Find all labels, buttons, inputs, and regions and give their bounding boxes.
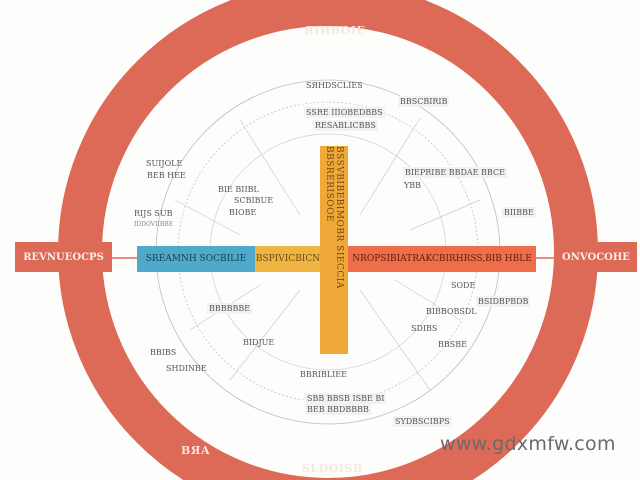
- label-midleft-1: BIE BIIBL: [218, 185, 259, 194]
- label-midleft-2: SCBIBUE: [234, 196, 274, 205]
- label-left-1a: SUIJOLE: [146, 159, 183, 168]
- label-lowleft-2: BIDJUE: [243, 338, 275, 347]
- label-right-1b: YBB: [404, 181, 422, 190]
- label-lowright-2: BSIDBPBDB: [476, 296, 531, 307]
- label-top-1: SЯHDSCLIES: [306, 81, 363, 90]
- right-side-tab: ONVOCOHE: [555, 242, 637, 272]
- vertical-bar-text: BSSVBIBEBIMOBR SIECCIA BBSRERISOOE: [324, 146, 344, 289]
- label-left-2b: IDDOVIIBBE: [134, 221, 174, 228]
- label-lowleft-4: SHDINBE: [166, 364, 207, 373]
- label-lowleft-3: BBIBS: [150, 348, 177, 357]
- label-bottom-2a: SBB BBSB ISBE BI: [305, 393, 387, 404]
- label-left-2a: RIJS SUB: [134, 209, 173, 218]
- ring-label-bottom-left: BЯA: [181, 444, 211, 457]
- ring-label-bottom: SLDOISB: [302, 462, 363, 475]
- label-lowright-4: SDIBS: [411, 324, 438, 333]
- label-bottom-1: BBRIBLIEE: [300, 370, 347, 379]
- left-side-tab: REVNUEOCPS: [15, 242, 112, 272]
- label-bottom-3: SYDBSCIBPS: [393, 416, 452, 427]
- label-bottom-2b: BEB BBDBBBB: [305, 404, 371, 415]
- vertical-bar: BSSVBIBEBIMOBR SIECCIA BBSRERISOOE: [320, 146, 348, 354]
- horizontal-bar-center: BSPIVICBICN: [255, 246, 321, 272]
- label-right-1a: BIEPRIBE BBDAE BBCE: [403, 167, 507, 178]
- horizontal-bar-left: SRÉAMNH SOCBILIE: [137, 246, 255, 272]
- label-lowleft-1: BBBBBBE: [207, 303, 253, 314]
- label-top-4: RESABLICBBS: [313, 120, 378, 131]
- label-midleft-3: BIOBE: [229, 208, 257, 217]
- label-lowright-3: BIBBOBSDL: [426, 307, 477, 316]
- watermark: www.gdxmfw.com: [440, 433, 616, 455]
- label-lowright-5: BBSBE: [438, 340, 467, 349]
- label-left-1b: BEB HEE: [147, 171, 186, 180]
- label-top-2: BBSCBIRIB: [398, 96, 450, 107]
- radial-spokes: [174, 117, 481, 391]
- label-right-2: BIIBBE: [502, 207, 536, 218]
- ring-label-top: ЯIИBOIE: [304, 24, 366, 37]
- label-lowright-1: SODE: [451, 281, 476, 290]
- horizontal-bar-right: NROPSIBIATRAKCBIRHRSS,BIB HBLE: [348, 246, 536, 272]
- label-top-3: SSRE IIIOBEDBBS: [304, 107, 385, 118]
